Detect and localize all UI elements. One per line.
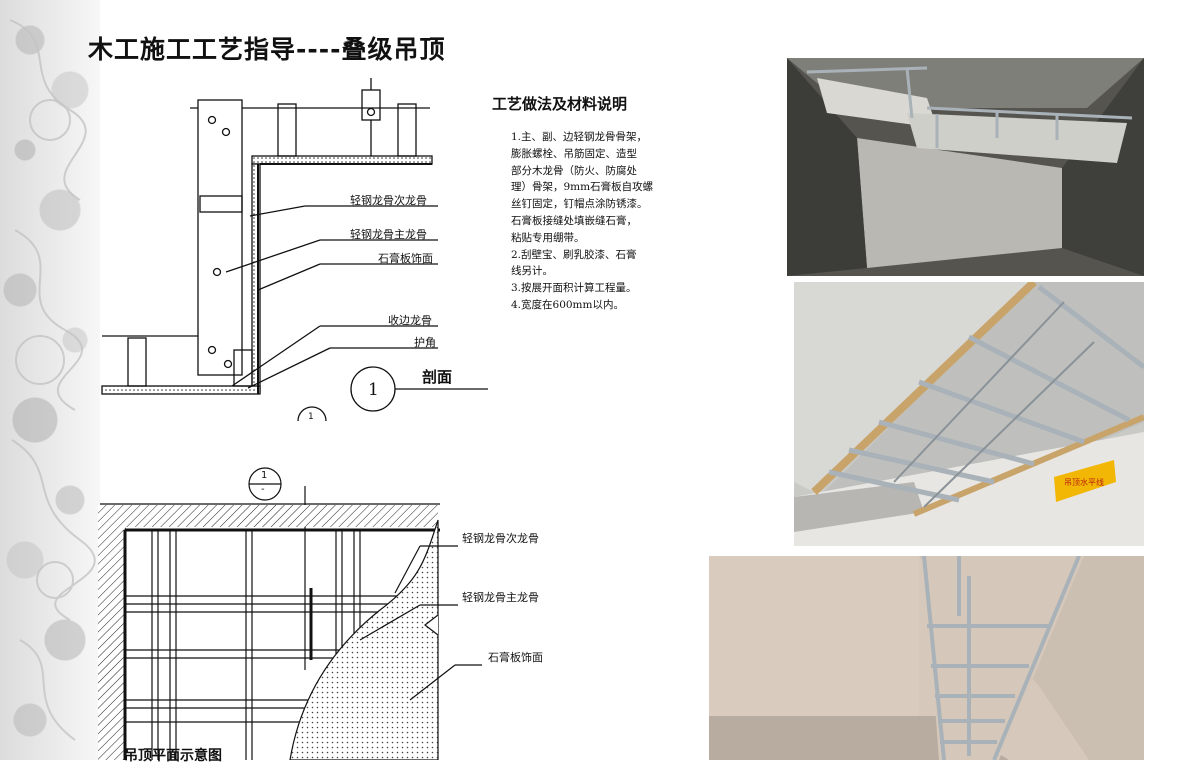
plan-drawing: [98, 467, 482, 760]
section-label-main-keel: 轻钢龙骨主龙骨: [350, 228, 427, 241]
page-title: 木工施工工艺指导----叠级吊顶: [88, 35, 446, 64]
notes-line: 3.按展开面积计算工程量。: [511, 282, 637, 295]
photo-ceiling-keel-grid: 吊顶水平线: [794, 282, 1144, 546]
section-label-corner-guard: 护角: [414, 336, 436, 349]
notes-line: 4.宽度在600mm以内。: [511, 298, 624, 311]
notes-line: 理）骨架，9mm石膏板自攻螺: [511, 181, 654, 194]
section-ref-marker: 1: [308, 412, 314, 422]
svg-text:吊顶水平线: 吊顶水平线: [1064, 477, 1104, 487]
section-label-secondary-keel: 轻钢龙骨次龙骨: [350, 194, 427, 207]
notes-line: 线另计。: [511, 265, 553, 278]
plan-label-secondary-keel: 轻钢龙骨次龙骨: [462, 532, 539, 545]
photo-ceiling-framing-room: [787, 58, 1144, 276]
notes-heading: 工艺做法及材料说明: [492, 95, 628, 113]
notes-line: 2.刮壁宝、刷乳胶漆、石膏: [511, 248, 637, 261]
section-circle-number: 1: [368, 380, 379, 400]
notes-line: 丝钉固定，钉帽点涂防锈漆。: [511, 198, 648, 211]
plan-label-gypsum-finish: 石膏板饰面: [488, 651, 543, 664]
notes-line: 粘贴专用绷带。: [511, 231, 585, 244]
notes-line: 石膏板接缝处填嵌缝石膏，: [511, 214, 637, 227]
notes-list: 1.主、副、边轻钢龙骨骨架， 膨胀螺栓、吊筋固定、造型 部分木龙骨（防火、防腐处…: [511, 129, 681, 314]
damask-ornament: [9, 19, 96, 741]
plan-label-main-keel: 轻钢龙骨主龙骨: [462, 591, 539, 604]
decorative-damask-border: [0, 0, 100, 760]
plan-ref-bottom: -: [261, 484, 265, 495]
photo-ceiling-keel-closeup: [709, 556, 1144, 760]
notes-line: 部分木龙骨（防火、防腐处: [511, 164, 637, 177]
plan-ref-top: 1: [261, 470, 268, 481]
notes-line: 1.主、副、边轻钢龙骨骨架，: [511, 131, 648, 143]
section-label-gypsum-finish: 石膏板饰面: [378, 252, 433, 265]
plan-title: 吊顶平面示意图: [124, 748, 222, 764]
notes-line: 膨胀螺栓、吊筋固定、造型: [511, 147, 637, 160]
section-name: 剖面: [422, 368, 453, 386]
section-label-edge-keel: 收边龙骨: [388, 314, 432, 327]
